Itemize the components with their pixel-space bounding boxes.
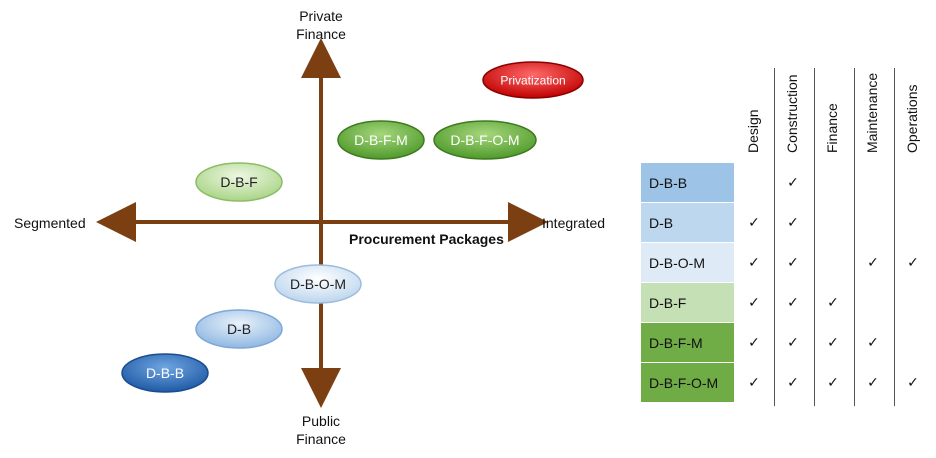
check-mark-icon: ✓ xyxy=(787,214,799,230)
column-separator xyxy=(854,68,855,406)
ellipse-dbfom: D-B-F-O-M xyxy=(433,120,537,160)
check-mark-icon: ✓ xyxy=(748,294,760,310)
ellipse-dbf-label: D-B-F xyxy=(220,174,257,190)
column-header-construction: Construction xyxy=(784,74,800,153)
axis-center-label: Procurement Packages xyxy=(349,231,504,247)
row-label-d-b-f: D-B-F xyxy=(641,283,734,322)
check-mark-icon: ✓ xyxy=(787,254,799,270)
ellipse-dbom: D-B-O-M xyxy=(274,264,362,304)
column-header-design: Design xyxy=(745,109,761,153)
check-mark-icon: ✓ xyxy=(827,334,839,350)
ellipse-dbom-label: D-B-O-M xyxy=(290,276,346,292)
axis-label-bottom: Public Finance xyxy=(296,413,346,447)
check-mark-icon: ✓ xyxy=(907,254,919,270)
check-mark-icon: ✓ xyxy=(748,254,760,270)
row-label-d-b-b: D-B-B xyxy=(641,163,734,202)
row-label-d-b-f-o-m: D-B-F-O-M xyxy=(641,363,734,402)
axis-label-top: Private Finance xyxy=(296,8,346,42)
column-separator xyxy=(774,68,775,406)
check-mark-icon: ✓ xyxy=(827,294,839,310)
check-mark-icon: ✓ xyxy=(748,374,760,390)
axis-label-left: Segmented xyxy=(14,215,86,231)
check-mark-icon: ✓ xyxy=(867,334,879,350)
check-mark-icon: ✓ xyxy=(827,374,839,390)
ellipse-dbfom-label: D-B-F-O-M xyxy=(450,132,519,148)
row-label-d-b-f-m: D-B-F-M xyxy=(641,323,734,362)
check-mark-icon: ✓ xyxy=(787,374,799,390)
check-mark-icon: ✓ xyxy=(748,214,760,230)
ellipse-db: D-B xyxy=(195,309,283,349)
column-header-operations: Operations xyxy=(904,84,920,153)
ellipse-dbb: D-B-B xyxy=(121,353,209,393)
row-label-d-b: D-B xyxy=(641,203,734,242)
ellipse-db-label: D-B xyxy=(227,321,251,337)
ellipse-dbb-label: D-B-B xyxy=(146,365,184,381)
check-mark-icon: ✓ xyxy=(907,374,919,390)
ellipse-privatization: Privatization xyxy=(482,61,584,99)
column-header-maintenance: Maintenance xyxy=(864,72,880,153)
ellipse-dbfm: D-B-F-M xyxy=(337,120,425,160)
check-mark-icon: ✓ xyxy=(787,174,799,190)
column-separator xyxy=(894,68,895,406)
ellipse-dbf: D-B-F xyxy=(195,162,283,202)
check-mark-icon: ✓ xyxy=(748,334,760,350)
ellipse-privatization-label: Privatization xyxy=(500,74,565,88)
ellipse-dbfm-label: D-B-F-M xyxy=(354,132,408,148)
check-mark-icon: ✓ xyxy=(867,254,879,270)
column-header-finance: Finance xyxy=(824,103,840,153)
row-label-d-b-o-m: D-B-O-M xyxy=(641,243,734,282)
check-mark-icon: ✓ xyxy=(787,294,799,310)
column-separator xyxy=(814,68,815,406)
check-mark-icon: ✓ xyxy=(787,334,799,350)
check-mark-icon: ✓ xyxy=(867,374,879,390)
axis-label-right: Integrated xyxy=(542,215,606,231)
